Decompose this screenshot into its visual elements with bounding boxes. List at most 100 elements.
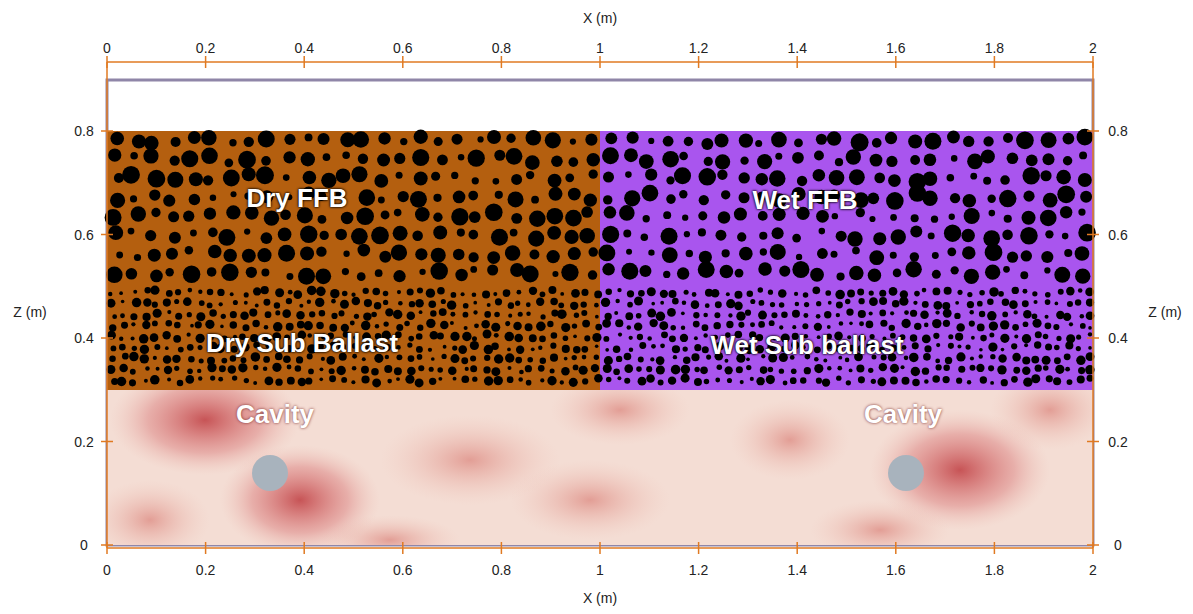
ballast-particle [154,344,160,350]
ballast-particle [384,365,392,373]
ballast-particle [693,312,699,318]
ballast-particle [836,272,844,280]
ballast-particle [172,355,180,363]
ballast-particle [605,132,617,144]
ballast-particle [1022,334,1031,343]
ballast-particle [508,314,512,318]
ballast-particle [350,321,355,326]
ballast-particle [942,376,949,383]
ballast-particle [418,365,424,371]
ballast-particle [1080,323,1086,329]
ballast-particle [639,265,651,277]
ballast-particle [190,324,194,328]
ballast-particle [603,336,609,342]
ballast-particle [1032,313,1038,319]
ballast-particle [624,190,640,206]
ballast-particle [734,207,747,220]
ballast-particle [977,324,985,332]
ballast-particle [503,289,511,297]
ballast-particle [693,321,700,328]
ballast-particle [682,346,687,351]
ballast-particle [967,301,974,308]
ballast-particle [307,286,317,296]
ballast-particle [483,366,490,373]
ballast-particle [287,365,292,370]
ballast-particle [451,208,468,225]
ballast-particle [142,321,150,329]
ballast-particle [1062,233,1069,240]
ballast-particle [846,380,851,385]
ballast-particle [847,290,855,298]
ballast-particle [207,267,217,277]
ballast-particle [233,300,238,305]
ballast-particle [771,132,787,148]
ballast-particle [189,172,203,186]
ballast-particle [398,191,409,202]
ballast-particle [391,244,407,260]
ballast-particle [468,150,485,167]
ballast-particle [977,301,983,307]
ballast-particle [463,312,469,318]
ballast-particle [434,137,443,146]
ballast-particle [149,189,160,200]
ballast-particle [142,313,150,321]
ballast-particle [551,332,558,339]
ballast-particle [1012,353,1021,362]
ballast-particle [371,312,377,318]
ballast-particle [1007,252,1018,263]
wet-fill [600,131,1093,390]
ballast-particle [529,334,537,342]
ballast-particle [651,344,656,349]
ballast-particle [956,378,962,384]
ballast-particle [873,232,886,245]
ballast-particle [935,358,940,363]
ballast-particle [473,301,477,305]
ballast-particle [130,152,138,160]
ballast-particle [770,244,786,260]
ballast-particle [592,333,601,342]
ballast-particle [526,380,532,386]
ballast-particle [278,245,295,262]
ballast-particle [759,232,767,240]
ballast-particle [997,365,1006,374]
ballast-particle [165,320,172,327]
ballast-particle [681,311,685,315]
ballast-particle [196,334,205,343]
ballast-particle [565,173,574,182]
axis-title: Z (m) [13,304,46,320]
ballast-particle [924,133,941,150]
ballast-particle [692,292,697,297]
ballast-particle [1075,246,1090,261]
ballast-particle [122,166,140,184]
ballast-particle [617,288,621,292]
ballast-particle [261,286,269,294]
ballast-particle [151,208,160,217]
ballast-particle [989,321,998,330]
ballast-particle [253,287,261,295]
ballast-particle [394,209,402,217]
tick-label: 0.2 [196,40,215,56]
ballast-particle [329,368,335,374]
ballast-particle [371,227,389,245]
ballast-particle [1053,377,1061,385]
ballast-particle [965,345,970,350]
ballast-particle [604,356,613,365]
ballast-particle [506,134,515,143]
ballast-particle [508,302,515,309]
ballast-particle [684,137,693,146]
ballast-particle [656,311,666,321]
ballast-particle [295,365,302,372]
ballast-particle [431,172,440,181]
ballast-particle [494,150,505,161]
ballast-particle [909,353,919,363]
ballast-particle [300,247,314,261]
ballast-particle [515,357,522,364]
ballast-particle [453,249,465,261]
ballast-particle [353,131,369,147]
ballast-particle [803,313,808,318]
ballast-particle [738,172,749,183]
ballast-particle [198,376,202,380]
ballast-particle [173,335,181,343]
ballast-particle [910,334,917,341]
ballast-particle [1080,314,1085,319]
